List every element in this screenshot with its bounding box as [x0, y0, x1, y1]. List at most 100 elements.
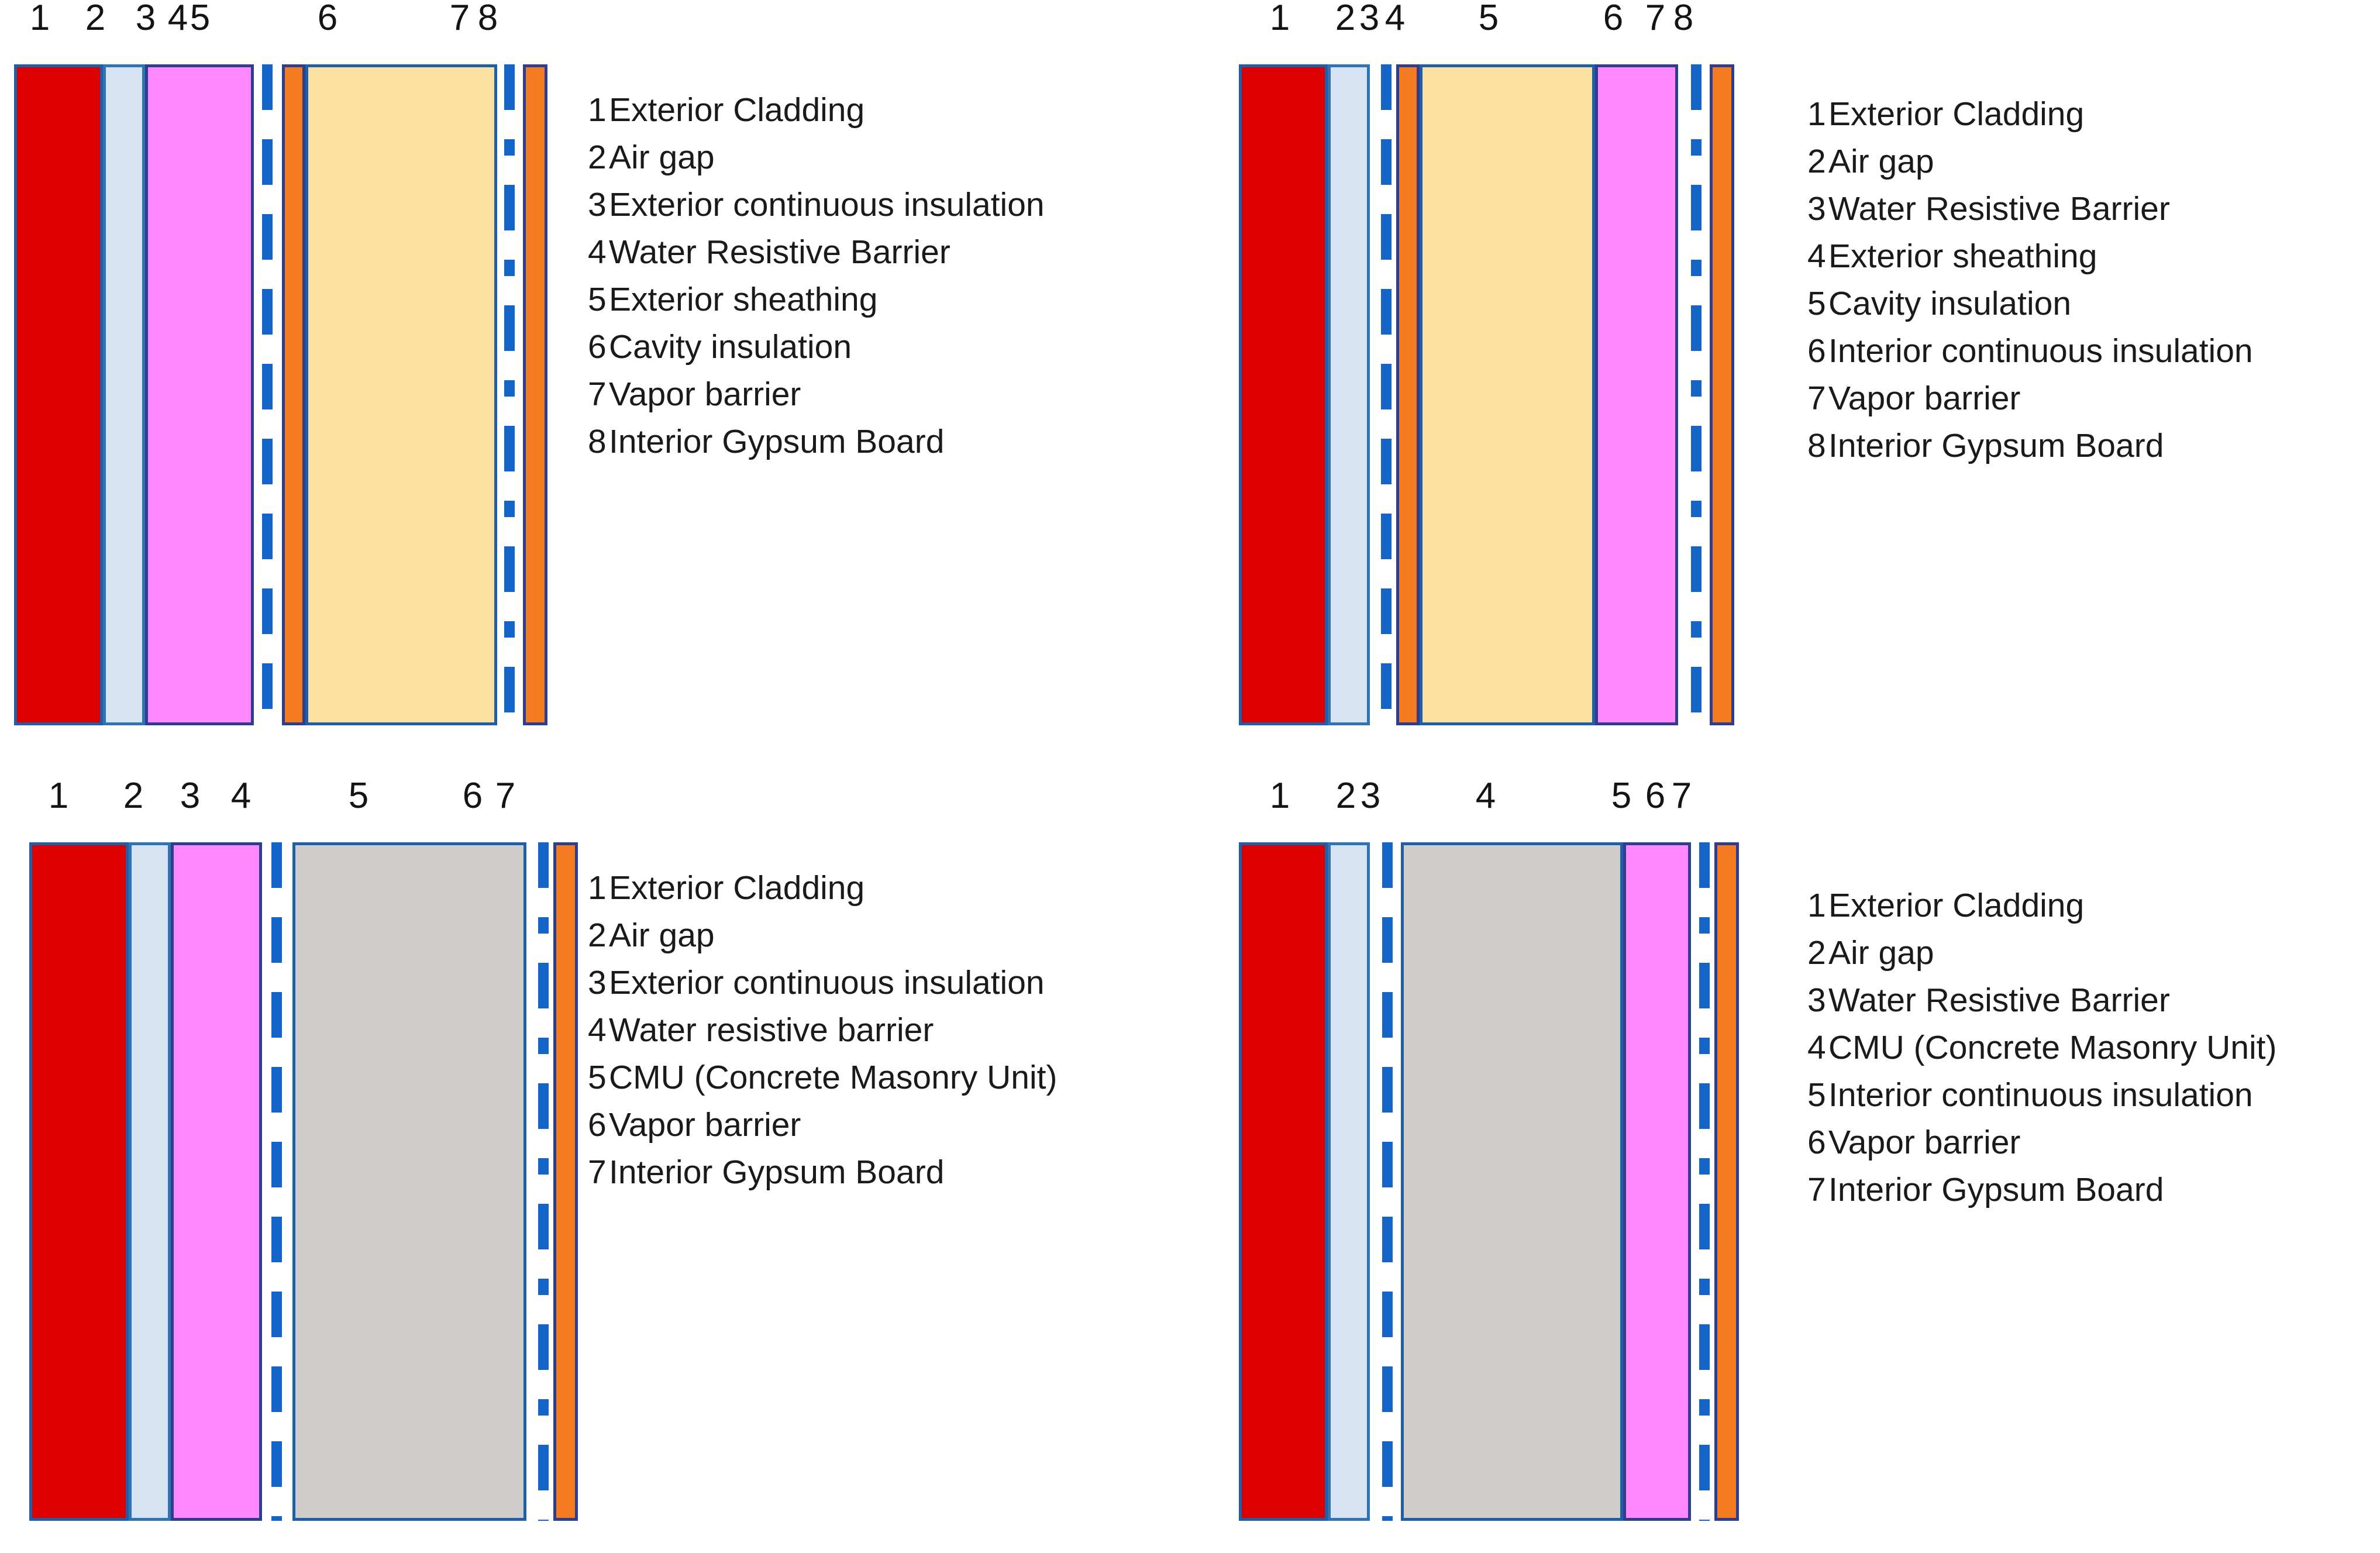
layer-number-1: 1: [48, 776, 69, 816]
layer-vapor-barrier: [538, 842, 549, 1521]
wall-section-diagram-1: [0, 64, 547, 725]
layer-number-4: 4: [230, 776, 252, 816]
legend-item: 3Exterior continuous insulation: [588, 181, 1045, 229]
legend-item-label: Water Resistive Barrier: [1828, 190, 2170, 228]
legend-item-number: 8: [588, 423, 607, 460]
layer-number-8: 8: [1673, 0, 1694, 38]
legend-item-number: 3: [588, 186, 607, 223]
legend-item-number: 8: [1807, 427, 1826, 464]
layer-number-6: 6: [1603, 0, 1624, 38]
layer-exterior-continuous-insulation: [145, 64, 254, 725]
legend-item-number: 6: [588, 328, 607, 366]
layer-interior-gypsum-board: [523, 64, 547, 725]
layer-number-1: 1: [29, 0, 50, 38]
layer-air-gap: [103, 64, 145, 725]
legend-item: 2Air gap: [588, 134, 1045, 181]
legend-item: 7Interior Gypsum Board: [1807, 1166, 2277, 1214]
wall-section-diagram-2: [1220, 64, 1734, 725]
layer-cmu: [1401, 842, 1623, 1521]
layer-number-2: 2: [1335, 0, 1356, 38]
legend-item: 4CMU (Concrete Masonry Unit): [1807, 1024, 2277, 1072]
layer-vapor-barrier: [1699, 842, 1710, 1521]
legend-item-number: 6: [588, 1106, 607, 1144]
legend-item: 8Interior Gypsum Board: [1807, 422, 2253, 470]
layer-air-gap: [129, 842, 171, 1521]
layer-number-6: 6: [462, 776, 483, 816]
layer-vapor-barrier: [504, 64, 515, 725]
layer-interior-gypsum-board: [553, 842, 578, 1521]
layer-water-resistive-barrier: [1382, 842, 1393, 1521]
legend-item: 6Vapor barrier: [1807, 1119, 2277, 1166]
legend-item: 7Interior Gypsum Board: [588, 1149, 1058, 1196]
legend-item-label: Exterior Cladding: [609, 869, 865, 907]
legend-item-label: Exterior continuous insulation: [609, 964, 1045, 1001]
legend-item-number: 6: [1807, 1124, 1826, 1161]
layer-exterior-cladding: [1239, 842, 1328, 1521]
legend-item-label: Interior Gypsum Board: [609, 423, 945, 460]
layer-exterior-cladding: [1239, 64, 1328, 725]
layer-number-7: 7: [449, 0, 470, 38]
legend-item-label: Air gap: [1828, 934, 1934, 972]
legend-item: 7Vapor barrier: [1807, 375, 2253, 422]
legend-item-number: 5: [1807, 1076, 1826, 1114]
legend-item-label: Interior Gypsum Board: [609, 1153, 945, 1191]
layer-vapor-barrier: [1691, 64, 1702, 725]
legend-item: 4Water resistive barrier: [588, 1007, 1058, 1054]
legend-item-label: Vapor barrier: [1828, 1124, 2021, 1161]
legend-item: 1Exterior Cladding: [588, 865, 1058, 912]
layer-exterior-cladding: [29, 842, 129, 1521]
legend-item-label: Water Resistive Barrier: [1828, 982, 2170, 1019]
legend-item-label: Vapor barrier: [1828, 380, 2021, 417]
legend-item-number: 3: [1807, 190, 1826, 228]
legend-item-number: 5: [588, 1059, 607, 1096]
layer-water-resistive-barrier: [1381, 64, 1392, 725]
layer-number-3: 3: [1359, 0, 1380, 38]
layer-exterior-sheathing: [282, 64, 305, 725]
legend-item: 5CMU (Concrete Masonry Unit): [588, 1054, 1058, 1101]
layer-number-3: 3: [1360, 776, 1381, 816]
legend-item: 5Cavity insulation: [1807, 280, 2253, 328]
legend-item-number: 3: [588, 964, 607, 1001]
layer-exterior-cladding: [14, 64, 103, 725]
legend-item: 2Air gap: [1807, 929, 2277, 977]
legend-item-label: Exterior continuous insulation: [609, 186, 1045, 223]
layer-cavity-insulation: [1420, 64, 1595, 725]
legend-item-number: 6: [1807, 332, 1826, 370]
legend-item-number: 1: [1807, 887, 1826, 924]
legend-item-number: 7: [1807, 380, 1826, 417]
legend-item: 2Air gap: [1807, 138, 2253, 185]
layer-exterior-sheathing: [1396, 64, 1420, 725]
legend-item-number: 7: [588, 376, 607, 413]
legend-item: 4Exterior sheathing: [1807, 233, 2253, 280]
layer-air-gap: [1328, 842, 1370, 1521]
legend-item: 3Exterior continuous insulation: [588, 959, 1058, 1007]
layer-number-6: 6: [317, 0, 338, 38]
layer-number-8: 8: [477, 0, 498, 38]
legend-item: 4Water Resistive Barrier: [588, 229, 1045, 276]
legend-item: 2Air gap: [588, 912, 1058, 959]
wall-section-diagram-3: [0, 842, 578, 1521]
legend-item-label: Air gap: [609, 917, 715, 954]
layer-number-6: 6: [1645, 776, 1666, 816]
layer-exterior-continuous-insulation: [171, 842, 262, 1521]
legend-item-number: 7: [1807, 1171, 1826, 1208]
legend-item-label: Vapor barrier: [609, 376, 801, 413]
layer-number-5: 5: [1478, 0, 1499, 38]
legend-item-label: Vapor barrier: [609, 1106, 801, 1144]
layer-number-2: 2: [1335, 776, 1356, 816]
layer-number-1: 1: [1269, 0, 1290, 38]
layer-number-3: 3: [180, 776, 201, 816]
legend-item: 7Vapor barrier: [588, 371, 1045, 418]
legend-item-label: Water Resistive Barrier: [609, 233, 950, 271]
layer-number-7: 7: [1645, 0, 1666, 38]
layer-number-4: 4: [1475, 776, 1496, 816]
layer-water-resistive-barrier: [271, 842, 282, 1521]
legend-item: 3Water Resistive Barrier: [1807, 977, 2277, 1024]
legend-item: 5Interior continuous insulation: [1807, 1072, 2277, 1119]
legend-item-number: 1: [588, 91, 607, 129]
